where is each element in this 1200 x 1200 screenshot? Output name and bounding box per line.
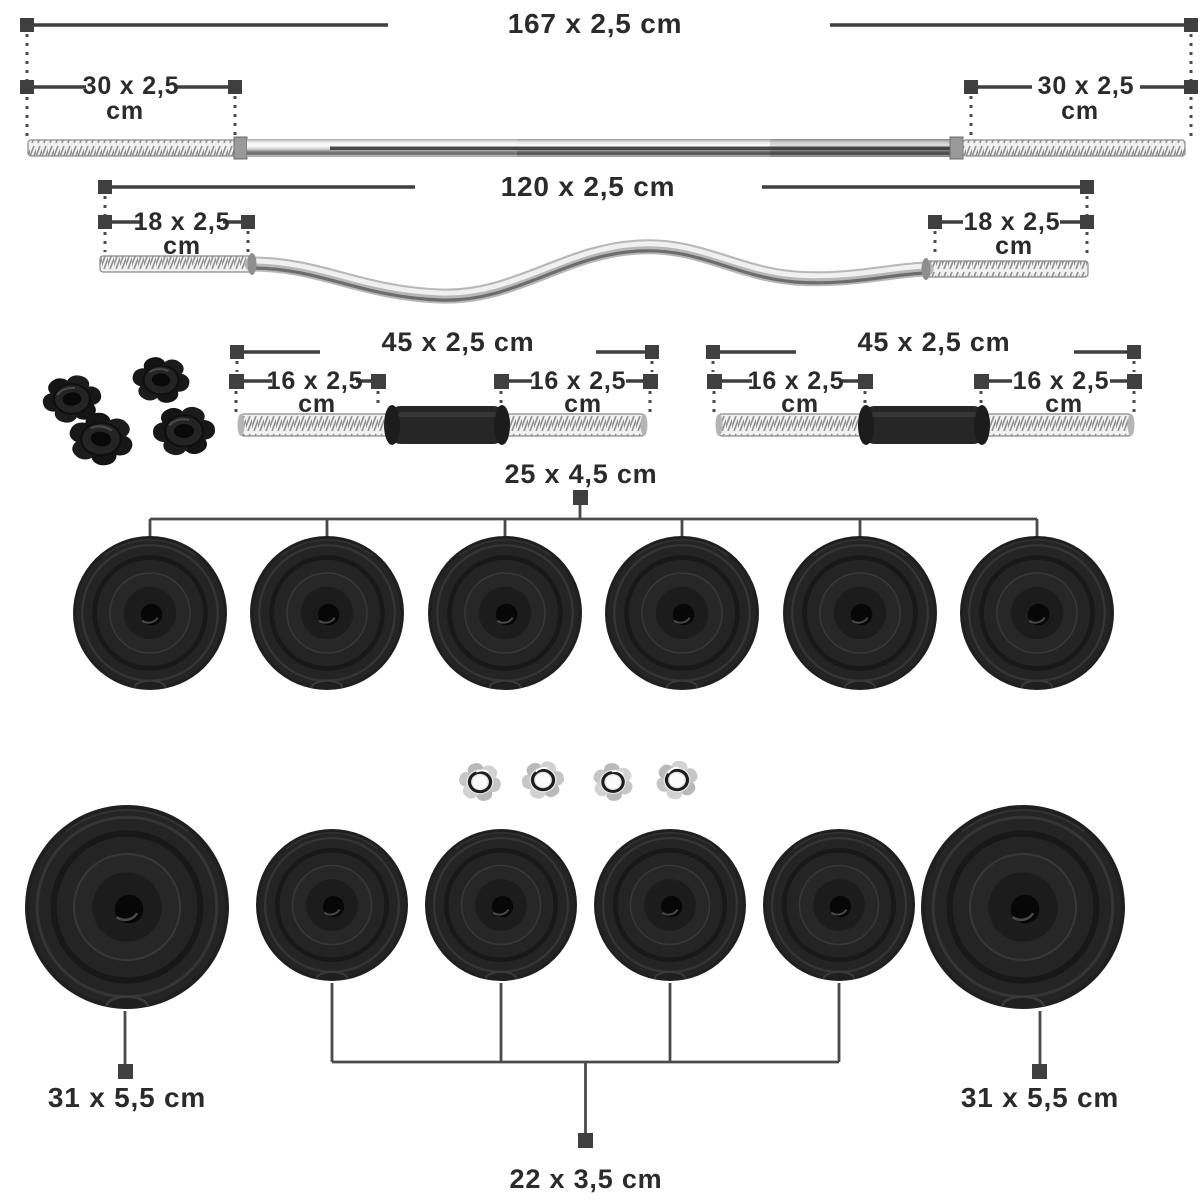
spinlock-nut [517, 755, 569, 805]
sleeve-size-label: 16 x 2,5 [530, 367, 627, 395]
weight-plate-small [594, 829, 746, 981]
weight-plate-large [921, 805, 1125, 1009]
sleeve-unit-label: cm [1045, 390, 1083, 418]
weight-plate [73, 536, 227, 690]
weight-plate [960, 536, 1114, 690]
sleeve-size-label: 16 x 2,5 [748, 367, 845, 395]
spinlock-collars [35, 350, 219, 477]
sleeve-unit-label: cm [106, 97, 144, 125]
curl-bar-right-sleeve-dimension: 18 x 2,5 cm [928, 208, 1094, 260]
spinlock-nuts [453, 752, 706, 810]
weight-plate-small [256, 829, 408, 981]
medium-plates-annotation: 25 x 4,5 cm [148, 459, 1039, 537]
straight-barbell-left-sleeve-dimension: 30 x 2,5 cm [20, 72, 242, 137]
straight-barbell-right-sleeve-dimension: 30 x 2,5 cm [964, 72, 1198, 137]
curl-bar-left-flange [247, 253, 257, 275]
sleeve-unit-label: cm [781, 390, 819, 418]
weight-plate-small [425, 829, 577, 981]
straight-barbell-total-label: 167 x 2,5 cm [508, 8, 683, 39]
dumbbell-left-dimensions: 45 x 2,5 cm 16 x 2,5 cm 16 x 2,5 cm [229, 327, 659, 418]
straight-barbell-total-dimension: 167 x 2,5 cm [20, 8, 1198, 136]
spinlock-collar [149, 401, 219, 461]
sleeve-unit-label: cm [995, 232, 1033, 260]
sleeve-size-label: 30 x 2,5 [83, 72, 180, 100]
small-plates-label: 22 x 3,5 cm [510, 1164, 663, 1194]
weight-plate [783, 536, 937, 690]
sleeve-unit-label: cm [564, 390, 602, 418]
curl-bar-shaft [244, 239, 934, 304]
large-plate-left-annotation: 31 x 5,5 cm [48, 1011, 206, 1113]
curl-bar-left-sleeve-dimension: 18 x 2,5 cm [98, 208, 255, 260]
medium-plates-row [73, 536, 1114, 690]
sleeve-size-label: 30 x 2,5 [1038, 72, 1135, 100]
barbell-left-collar [233, 136, 248, 160]
weight-plate-small [763, 829, 915, 981]
dumbbell-right-dimensions: 45 x 2,5 cm 16 x 2,5 cm 16 x 2,5 cm [706, 327, 1142, 418]
spinlock-nut [453, 756, 507, 808]
dumbbell-grip [860, 406, 988, 444]
straight-barbell [27, 136, 1186, 160]
dumbbell-bar-right [715, 405, 1135, 445]
sleeve-size-label: 16 x 2,5 [1013, 367, 1110, 395]
curl-bar-left-thread [99, 255, 253, 273]
curl-bar-total-label: 120 x 2,5 cm [501, 171, 676, 202]
small-plates-annotation: 22 x 3,5 cm [330, 983, 841, 1194]
dumbbell-grip [386, 406, 508, 444]
sleeve-size-label: 16 x 2,5 [267, 367, 364, 395]
curl-bar [99, 239, 1089, 304]
dumbbell-total-label: 45 x 2,5 cm [382, 327, 535, 357]
dumbbell-bar-left [237, 405, 648, 445]
barbell-right-collar [949, 136, 964, 160]
large-plate-right-annotation: 31 x 5,5 cm [961, 1011, 1119, 1113]
weight-plate-large [25, 805, 229, 1009]
curl-bar-right-flange [921, 258, 931, 280]
weight-plate [605, 536, 759, 690]
weight-plate [428, 536, 582, 690]
spinlock-nut [648, 752, 706, 808]
dumbbell-total-label: 45 x 2,5 cm [858, 327, 1011, 357]
medium-plates-label: 25 x 4,5 cm [505, 459, 658, 489]
sleeve-size-label: 18 x 2,5 [964, 208, 1061, 236]
barbell-right-thread [962, 139, 1186, 157]
large-plate-label: 31 x 5,5 cm [961, 1082, 1119, 1113]
sleeve-size-label: 18 x 2,5 [134, 208, 231, 236]
sleeve-unit-label: cm [298, 390, 336, 418]
sleeve-unit-label: cm [163, 232, 201, 260]
large-plate-label: 31 x 5,5 cm [48, 1082, 206, 1113]
sleeve-unit-label: cm [1061, 97, 1099, 125]
curl-bar-right-thread [925, 260, 1089, 278]
weight-plate [250, 536, 404, 690]
bottom-plates-row [25, 805, 1125, 1009]
spinlock-nut [583, 754, 643, 810]
curl-bar-total-dimension: 120 x 2,5 cm [98, 171, 1094, 257]
spinlock-collar [126, 350, 196, 410]
barbell-left-thread [27, 139, 237, 157]
